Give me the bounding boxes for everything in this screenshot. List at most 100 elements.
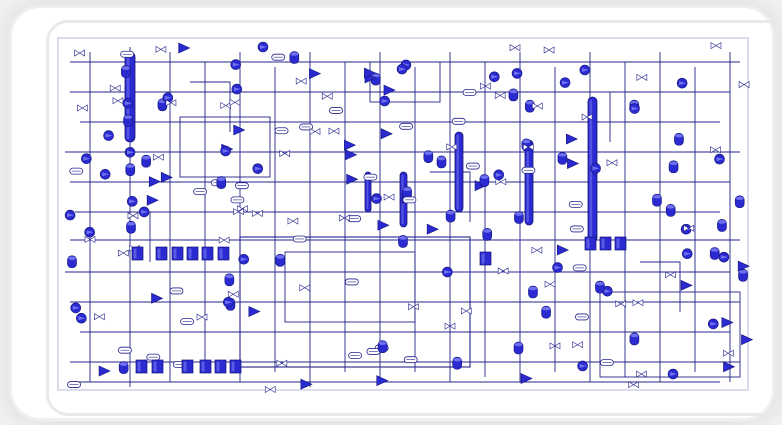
- separator-icon: [721, 317, 734, 329]
- equipment-items: [64, 41, 754, 394]
- tank-icon: [445, 209, 456, 223]
- tank-icon: [541, 305, 551, 319]
- heat-exchanger-icon: [521, 166, 536, 174]
- valve-icon: [636, 370, 647, 378]
- tank-icon: [479, 174, 490, 187]
- valve-icon: [218, 236, 230, 244]
- separator-icon: [567, 158, 580, 170]
- valve-icon: [523, 143, 534, 151]
- valve-icon: [165, 99, 177, 107]
- distillation-column-icon: [454, 131, 464, 213]
- valve-icon: [295, 77, 307, 85]
- tank-icon: [217, 246, 230, 261]
- valve-icon: [220, 101, 232, 110]
- tank-icon: [709, 247, 720, 260]
- tank-icon: [377, 340, 388, 353]
- pump-icon: [70, 302, 82, 314]
- valve-icon: [227, 290, 239, 298]
- valve-icon: [665, 271, 676, 279]
- process-flow-diagram: [57, 37, 754, 394]
- tank-icon: [402, 186, 412, 199]
- pump-icon: [223, 296, 234, 308]
- pump-icon: [124, 147, 136, 158]
- heat-exchanger-icon: [348, 352, 363, 359]
- valve-icon: [109, 84, 121, 92]
- separator-icon: [309, 68, 322, 80]
- valve-icon: [710, 42, 722, 50]
- tank-icon: [423, 150, 434, 163]
- pump-icon: [559, 77, 571, 88]
- heat-exchanger-icon: [193, 188, 208, 196]
- valve-icon: [408, 303, 419, 311]
- tank-icon: [155, 246, 168, 261]
- valve-icon: [628, 381, 639, 389]
- heat-exchanger-icon: [180, 318, 195, 326]
- separator-icon: [380, 128, 393, 140]
- tank-icon: [135, 359, 148, 374]
- tank-icon: [514, 211, 524, 224]
- valve-icon: [632, 299, 644, 307]
- separator-icon: [566, 133, 579, 145]
- valve-icon: [495, 178, 507, 186]
- pump-icon: [681, 248, 693, 260]
- tank-icon: [584, 236, 597, 251]
- valve-icon: [264, 385, 276, 394]
- pump-icon: [371, 193, 382, 204]
- valve-icon: [636, 73, 648, 81]
- separator-icon: [737, 260, 750, 272]
- separator-icon: [520, 373, 533, 384]
- pump-icon: [552, 262, 563, 273]
- frame-border: [46, 20, 780, 416]
- valve-icon: [112, 97, 124, 105]
- pump-icon: [590, 163, 601, 174]
- tank-icon: [186, 246, 199, 261]
- pump-icon: [629, 103, 640, 114]
- heat-exchanger-icon: [230, 196, 245, 204]
- valve-icon: [77, 104, 88, 112]
- separator-icon: [248, 306, 261, 317]
- valve-icon: [460, 307, 472, 315]
- separator-icon: [146, 194, 159, 206]
- tank-icon: [599, 236, 612, 251]
- heat-exchanger-icon: [69, 167, 84, 175]
- pump-icon: [64, 209, 76, 221]
- heat-exchanger-icon: [575, 313, 589, 321]
- heat-exchanger-icon: [451, 117, 466, 125]
- valve-icon: [74, 49, 85, 57]
- tank-icon: [118, 361, 129, 374]
- tank-icon: [181, 359, 194, 374]
- distillation-column-icon: [524, 139, 534, 226]
- valve-icon: [383, 193, 395, 201]
- valve-icon: [237, 205, 248, 213]
- pump-icon: [602, 285, 613, 297]
- pump-icon: [396, 63, 408, 75]
- pump-icon: [707, 318, 719, 330]
- tank-icon: [436, 155, 447, 169]
- heat-exchanger-icon: [599, 359, 614, 366]
- tank-icon: [734, 195, 745, 209]
- valve-icon: [531, 246, 543, 254]
- pump-icon: [379, 95, 390, 107]
- heat-exchanger-icon: [568, 200, 583, 208]
- pump-icon: [231, 83, 243, 95]
- tank-icon: [216, 176, 227, 189]
- valve-icon: [233, 208, 244, 216]
- separator-icon: [300, 378, 313, 390]
- separator-icon: [377, 219, 390, 231]
- tank-icon: [199, 359, 212, 374]
- tank-icon: [67, 255, 77, 269]
- heat-exchanger-icon: [271, 53, 286, 61]
- pump-icon: [81, 153, 92, 164]
- heat-exchanger-icon: [344, 278, 359, 286]
- valve-icon: [287, 217, 299, 225]
- pump-icon: [493, 169, 505, 181]
- separator-icon: [723, 361, 736, 373]
- tank-icon: [224, 273, 235, 287]
- valve-icon: [497, 267, 509, 275]
- valve-icon: [509, 44, 521, 52]
- heat-exchanger-icon: [363, 173, 378, 181]
- valve-icon: [279, 150, 291, 158]
- valve-icon: [738, 81, 750, 89]
- pump-icon: [103, 130, 114, 141]
- separator-icon: [680, 279, 693, 291]
